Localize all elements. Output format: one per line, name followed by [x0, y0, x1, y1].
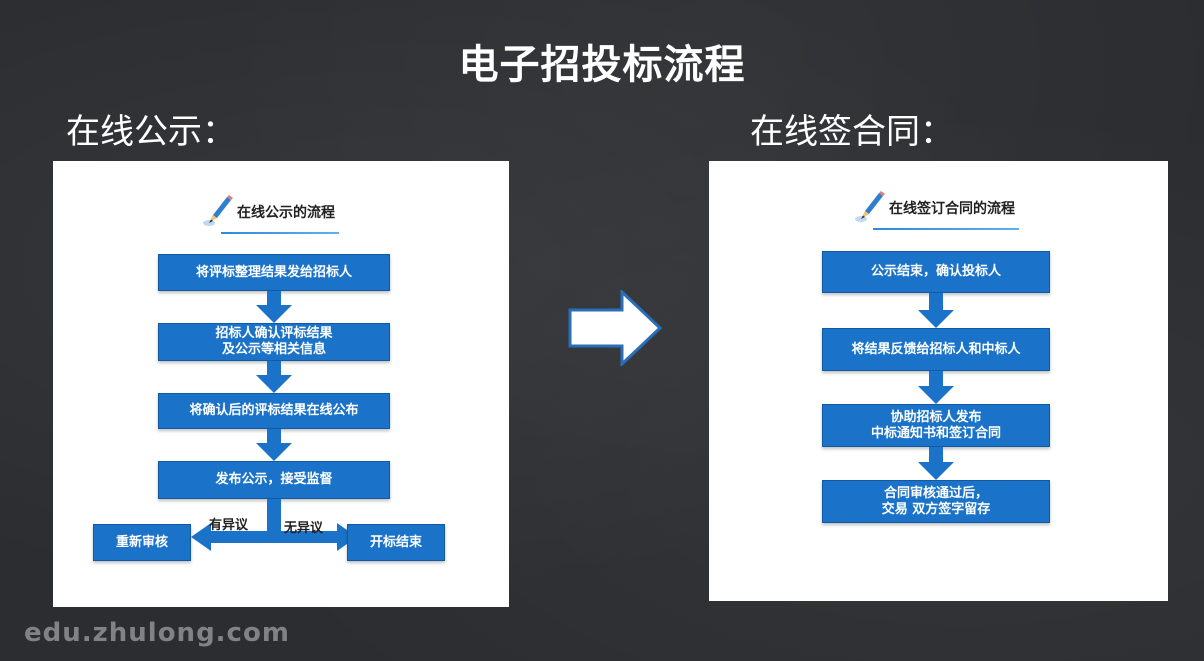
- publicity-step-3: 将确认后的评标结果在线公布: [158, 393, 390, 429]
- section-label-online-contract: 在线签合同：: [750, 112, 954, 152]
- re-review-box: 重新审核: [93, 524, 191, 561]
- publicity-flow-panel: 在线公示的流程 将评标整理结果发给招标人 招标人确认评标结果 及公示等相关信息 …: [53, 161, 509, 607]
- pencil-icon: [203, 195, 233, 226]
- contract-flow-panel: 在线签订合同的流程 公示结束，确认投标人 将结果反馈给招标人和中标人 协助招标人…: [709, 161, 1168, 601]
- contract-step-3: 协助招标人发布 中标通知书和签订合同: [822, 404, 1050, 447]
- contract-step-2: 将结果反馈给招标人和中标人: [822, 328, 1050, 371]
- heading-underline: [873, 228, 1019, 230]
- flow-arrow-down-icon: [256, 291, 292, 323]
- publicity-step-4: 发布公示，接受监督: [158, 461, 390, 499]
- flow-arrow-down-icon: [918, 293, 954, 328]
- heading-underline: [221, 232, 339, 234]
- no-objection-label: 无异议: [284, 521, 324, 536]
- branch-connector-icon: [191, 499, 357, 551]
- section-label-online-publicity: 在线公示：: [66, 112, 236, 152]
- bid-opening-end-box: 开标结束: [347, 524, 445, 561]
- contract-panel-heading-text: 在线签订合同的流程: [889, 201, 1015, 217]
- contract-step-1: 公示结束，确认投标人: [822, 251, 1050, 293]
- slide-title: 电子招投标流程: [458, 42, 746, 88]
- publicity-panel-heading: 在线公示的流程: [203, 195, 339, 234]
- pencil-icon: [855, 191, 885, 222]
- flow-arrow-down-icon: [918, 447, 954, 480]
- publicity-panel-heading-text: 在线公示的流程: [237, 205, 335, 221]
- flow-arrow-down-icon: [256, 429, 292, 461]
- publicity-step-2: 招标人确认评标结果 及公示等相关信息: [158, 323, 390, 361]
- objection-label: 有异议: [209, 518, 249, 533]
- watermark: edu.zhulong.com: [24, 618, 290, 648]
- publicity-step-1: 将评标整理结果发给招标人: [158, 254, 390, 291]
- right-arrow-icon: [568, 290, 663, 366]
- flow-arrow-down-icon: [918, 371, 954, 404]
- contract-panel-heading: 在线签订合同的流程: [855, 191, 1019, 230]
- flow-arrow-down-icon: [256, 361, 292, 393]
- contract-step-4: 合同审核通过后， 交易 双方签字留存: [822, 480, 1050, 523]
